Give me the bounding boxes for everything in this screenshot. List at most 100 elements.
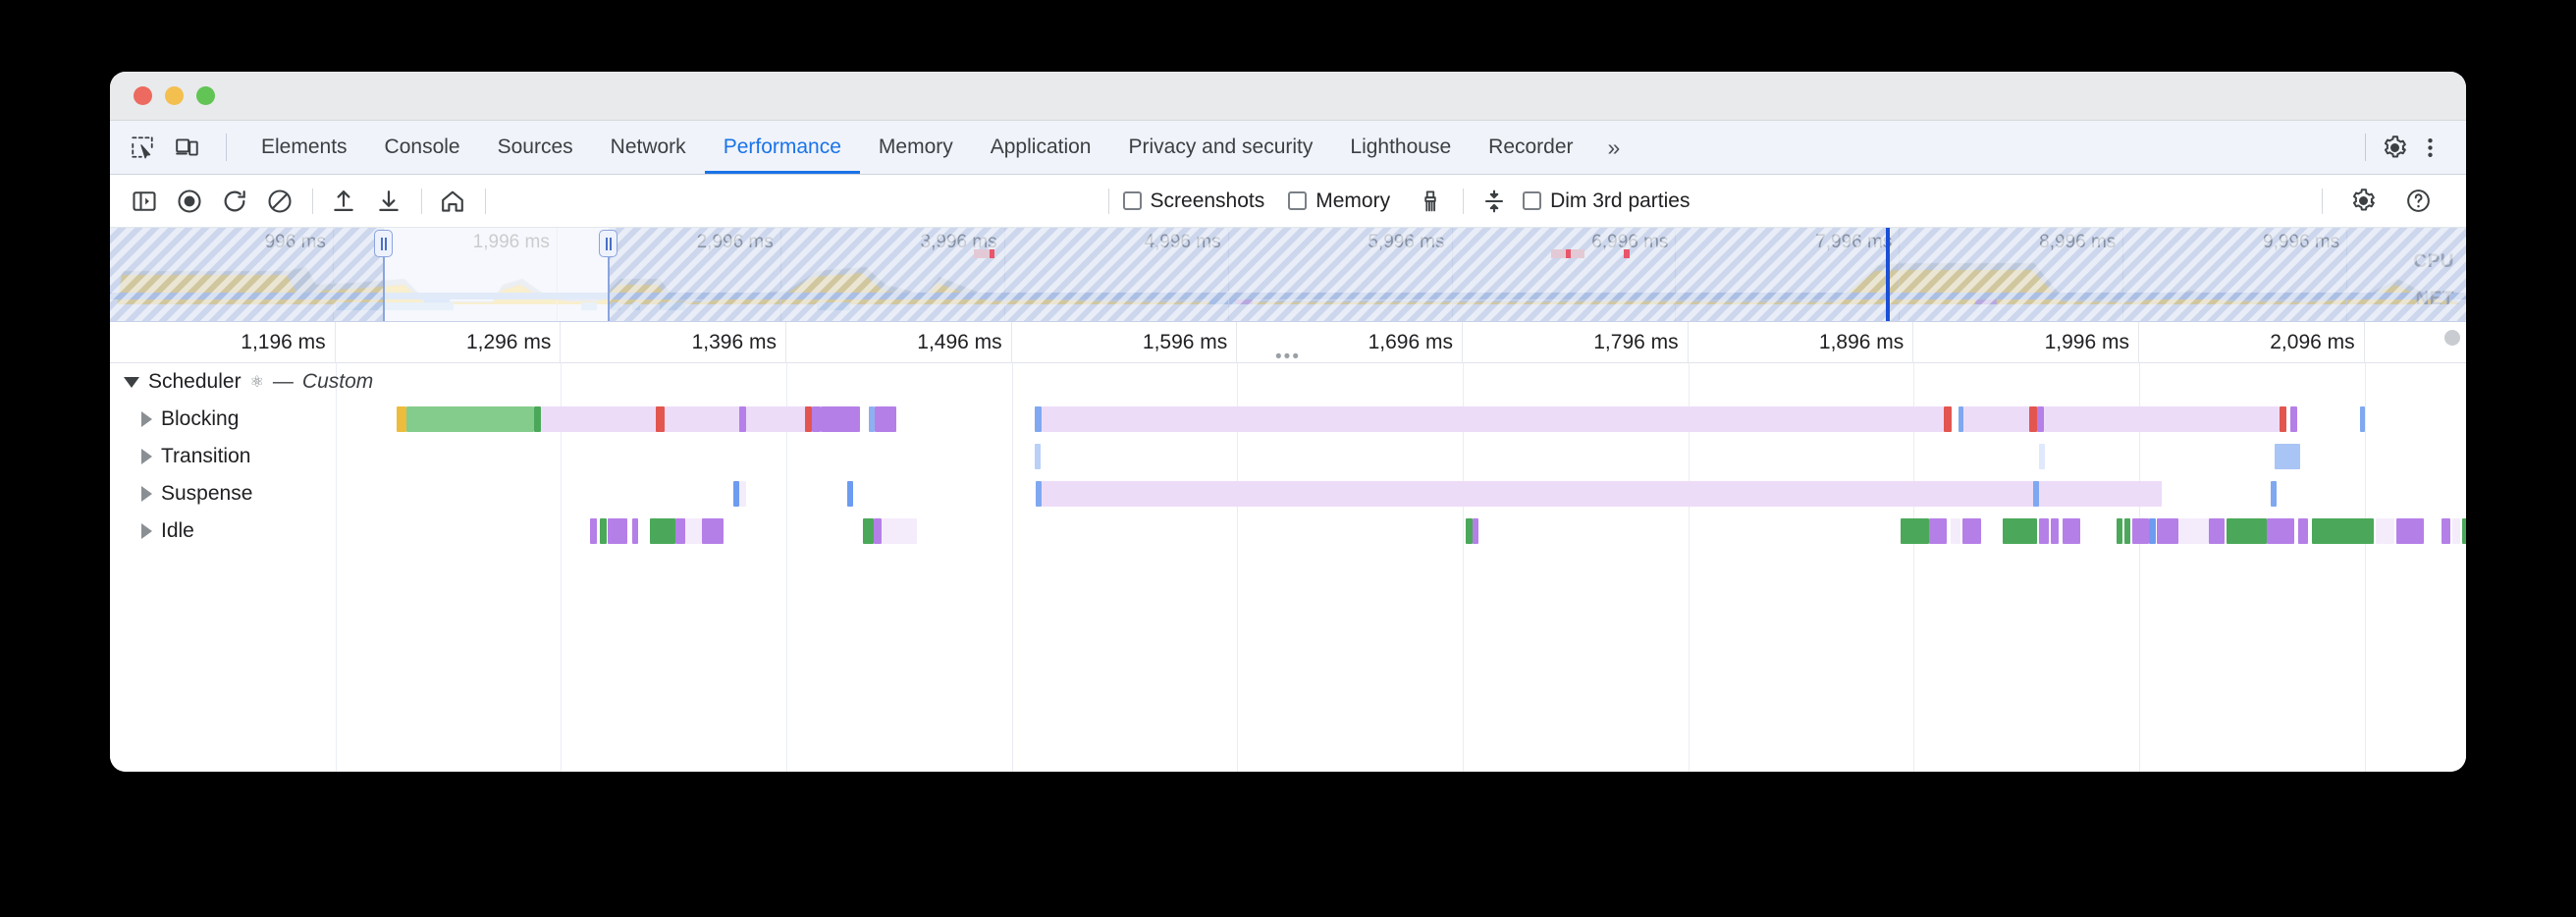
memory-checkbox[interactable]: Memory bbox=[1288, 189, 1390, 213]
flame-event-bar[interactable] bbox=[1041, 481, 2163, 507]
track-header-blocking[interactable]: Blocking bbox=[110, 401, 239, 438]
tab-performance[interactable]: Performance bbox=[704, 121, 861, 174]
flame-event-bar[interactable] bbox=[1958, 406, 1964, 432]
brush-icon[interactable] bbox=[1414, 185, 1447, 218]
load-profile-icon[interactable] bbox=[327, 185, 360, 218]
dim-3rd-parties-checkbox-box[interactable] bbox=[1523, 191, 1542, 210]
flame-event-bar[interactable] bbox=[664, 406, 740, 432]
flame-event-bar[interactable] bbox=[1900, 518, 1930, 544]
save-profile-icon[interactable] bbox=[372, 185, 405, 218]
flame-event-bar[interactable] bbox=[2116, 518, 2122, 544]
flame-event-bar[interactable] bbox=[406, 406, 535, 432]
track-row-idle[interactable]: Idle bbox=[110, 512, 2466, 550]
horizontal-scrollbar-thumb[interactable] bbox=[2444, 330, 2460, 346]
flame-event-bar[interactable] bbox=[875, 406, 897, 432]
flame-event-bar[interactable] bbox=[684, 518, 703, 544]
flame-event-bar[interactable] bbox=[2131, 518, 2150, 544]
flame-event-bar[interactable] bbox=[2149, 518, 2157, 544]
flame-event-bar[interactable] bbox=[632, 518, 639, 544]
chevron-right-icon[interactable] bbox=[141, 449, 152, 464]
chevron-right-icon[interactable] bbox=[141, 411, 152, 427]
flame-event-bar[interactable] bbox=[2297, 518, 2308, 544]
flame-event-bar[interactable] bbox=[846, 481, 853, 507]
flame-event-bar[interactable] bbox=[2039, 518, 2050, 544]
minimize-window-button[interactable] bbox=[165, 86, 184, 105]
track-group-scheduler[interactable]: Scheduler ⚛ — Custom bbox=[110, 363, 2466, 401]
collapse-vertical-icon[interactable] bbox=[1477, 185, 1511, 218]
tab-memory[interactable]: Memory bbox=[860, 121, 972, 174]
flame-event-bar[interactable] bbox=[874, 518, 883, 544]
flame-event-bar[interactable] bbox=[1034, 444, 1041, 469]
flame-event-bar[interactable] bbox=[2227, 518, 2268, 544]
flame-event-bar[interactable] bbox=[2375, 518, 2395, 544]
flame-event-bar[interactable] bbox=[821, 406, 860, 432]
tab-privacy-and-security[interactable]: Privacy and security bbox=[1109, 121, 1331, 174]
chevron-right-icon[interactable] bbox=[141, 523, 152, 539]
flame-event-bar[interactable] bbox=[804, 406, 813, 432]
flame-chart[interactable]: Scheduler ⚛ — Custom Blocking Transition bbox=[110, 363, 2466, 772]
flame-event-bar[interactable] bbox=[738, 406, 746, 432]
settings-gear-icon[interactable] bbox=[2380, 133, 2409, 162]
toggle-sidebar-icon[interactable] bbox=[128, 185, 161, 218]
flame-event-bar[interactable] bbox=[1961, 518, 1982, 544]
flame-event-bar[interactable] bbox=[2051, 518, 2059, 544]
overview-selection-window[interactable] bbox=[384, 228, 610, 321]
flame-event-bar[interactable] bbox=[2462, 518, 2466, 544]
flame-event-bar[interactable] bbox=[2177, 518, 2210, 544]
flame-event-bar[interactable] bbox=[2396, 518, 2424, 544]
tab-sources[interactable]: Sources bbox=[479, 121, 592, 174]
flame-event-bar[interactable] bbox=[2267, 518, 2295, 544]
flame-event-bar[interactable] bbox=[2044, 406, 2281, 432]
clear-recording-icon[interactable] bbox=[263, 185, 296, 218]
device-toolbar-icon[interactable] bbox=[173, 133, 202, 162]
timeline-overview[interactable]: 996 ms1,996 ms2,996 ms3,996 ms4,996 ms5,… bbox=[110, 228, 2466, 322]
flame-event-bar[interactable] bbox=[2062, 518, 2080, 544]
flame-event-bar[interactable] bbox=[1041, 406, 1944, 432]
flame-event-bar[interactable] bbox=[534, 406, 541, 432]
flame-event-bar[interactable] bbox=[1034, 406, 1042, 432]
flame-event-bar[interactable] bbox=[2275, 444, 2300, 469]
overview-selection-handle-left[interactable] bbox=[374, 230, 394, 257]
flame-event-bar[interactable] bbox=[599, 518, 607, 544]
flame-event-bar[interactable] bbox=[590, 518, 597, 544]
help-question-icon[interactable] bbox=[2401, 185, 2435, 218]
memory-checkbox-box[interactable] bbox=[1288, 191, 1308, 210]
tab-console[interactable]: Console bbox=[366, 121, 479, 174]
capture-settings-gear-icon[interactable] bbox=[2346, 185, 2380, 218]
tab-elements[interactable]: Elements bbox=[242, 121, 366, 174]
tab-lighthouse[interactable]: Lighthouse bbox=[1331, 121, 1470, 174]
flame-event-bar[interactable] bbox=[1465, 518, 1473, 544]
flame-event-bar[interactable] bbox=[2311, 518, 2374, 544]
more-tabs-chevron-icon[interactable]: » bbox=[1592, 121, 1637, 174]
flame-event-bar[interactable] bbox=[1472, 518, 1479, 544]
flame-event-bar[interactable] bbox=[2441, 518, 2451, 544]
flame-event-bar[interactable] bbox=[812, 406, 822, 432]
close-window-button[interactable] bbox=[134, 86, 152, 105]
flame-event-bar[interactable] bbox=[2452, 518, 2461, 544]
flame-event-bar[interactable] bbox=[1950, 518, 1960, 544]
flame-event-bar[interactable] bbox=[1963, 406, 2030, 432]
flame-event-bar[interactable] bbox=[745, 406, 806, 432]
track-row-suspense[interactable]: Suspense bbox=[110, 475, 2466, 512]
chevron-down-icon[interactable] bbox=[124, 376, 139, 388]
flame-event-bar[interactable] bbox=[862, 518, 875, 544]
flame-event-bar[interactable] bbox=[2359, 406, 2365, 432]
tab-network[interactable]: Network bbox=[592, 121, 705, 174]
flame-event-bar[interactable] bbox=[702, 518, 724, 544]
flame-event-bar[interactable] bbox=[1929, 518, 1947, 544]
flame-event-bar[interactable] bbox=[540, 406, 657, 432]
track-header-suspense[interactable]: Suspense bbox=[110, 475, 252, 512]
panel-resizer-handle[interactable]: ••• bbox=[1275, 347, 1301, 367]
flame-event-bar[interactable] bbox=[2280, 406, 2287, 432]
flame-event-bar[interactable] bbox=[656, 406, 665, 432]
screenshots-checkbox[interactable]: Screenshots bbox=[1122, 189, 1264, 213]
flame-event-bar[interactable] bbox=[868, 406, 876, 432]
track-group-header[interactable]: Scheduler ⚛ — Custom bbox=[110, 363, 373, 401]
record-icon[interactable] bbox=[173, 185, 206, 218]
more-options-kebab-icon[interactable] bbox=[2415, 133, 2444, 162]
flame-event-bar[interactable] bbox=[397, 406, 407, 432]
flame-event-bar[interactable] bbox=[2290, 406, 2297, 432]
tab-application[interactable]: Application bbox=[972, 121, 1110, 174]
flame-event-bar[interactable] bbox=[607, 518, 627, 544]
